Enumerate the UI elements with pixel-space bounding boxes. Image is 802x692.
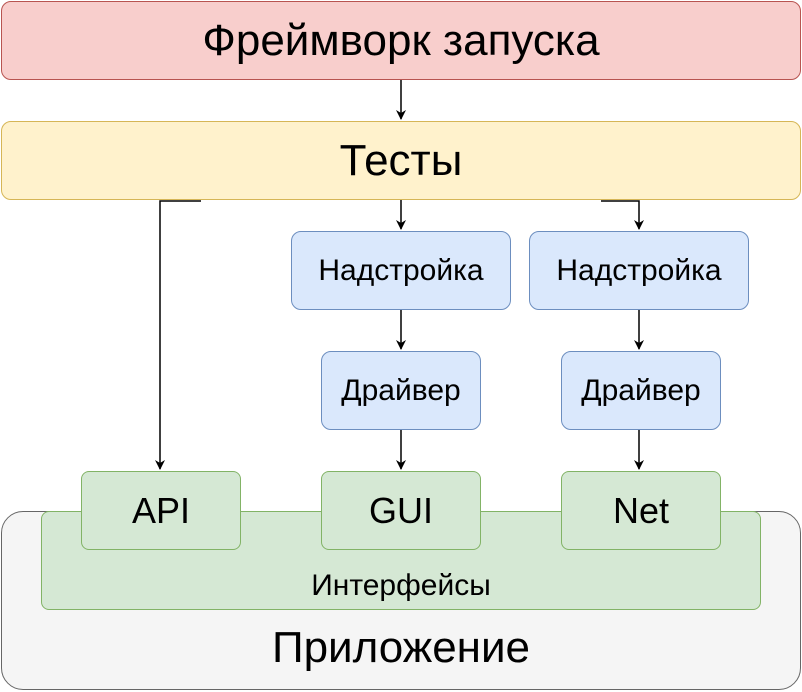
gui-label: GUI [368,489,433,531]
tests-box: Тесты [1,121,801,200]
interfaces-label: Интерфейсы [311,569,491,602]
api-interface-box: API [81,471,241,550]
net-label: Net [612,489,670,531]
addon-box-left: Надстройка [291,231,511,310]
api-label: API [131,489,191,531]
addon-box-right: Надстройка [529,231,749,310]
driver-box-left: Драйвер [321,351,481,430]
driver-label-right: Драйвер [581,373,701,407]
driver-label-left: Драйвер [341,373,461,407]
launch-framework-box: Фреймворк запуска [1,1,801,80]
addon-label-right: Надстройка [556,253,722,287]
arrow-tests-to-addon-right [601,200,644,230]
application-label: Приложение [271,623,531,672]
net-interface-box: Net [561,471,721,550]
addon-label-left: Надстройка [318,253,484,287]
arrow-tests-to-api [155,200,201,470]
tests-label: Тесты [339,135,463,185]
launch-framework-label: Фреймворк запуска [202,15,600,65]
gui-interface-box: GUI [321,471,481,550]
driver-box-right: Драйвер [561,351,721,430]
